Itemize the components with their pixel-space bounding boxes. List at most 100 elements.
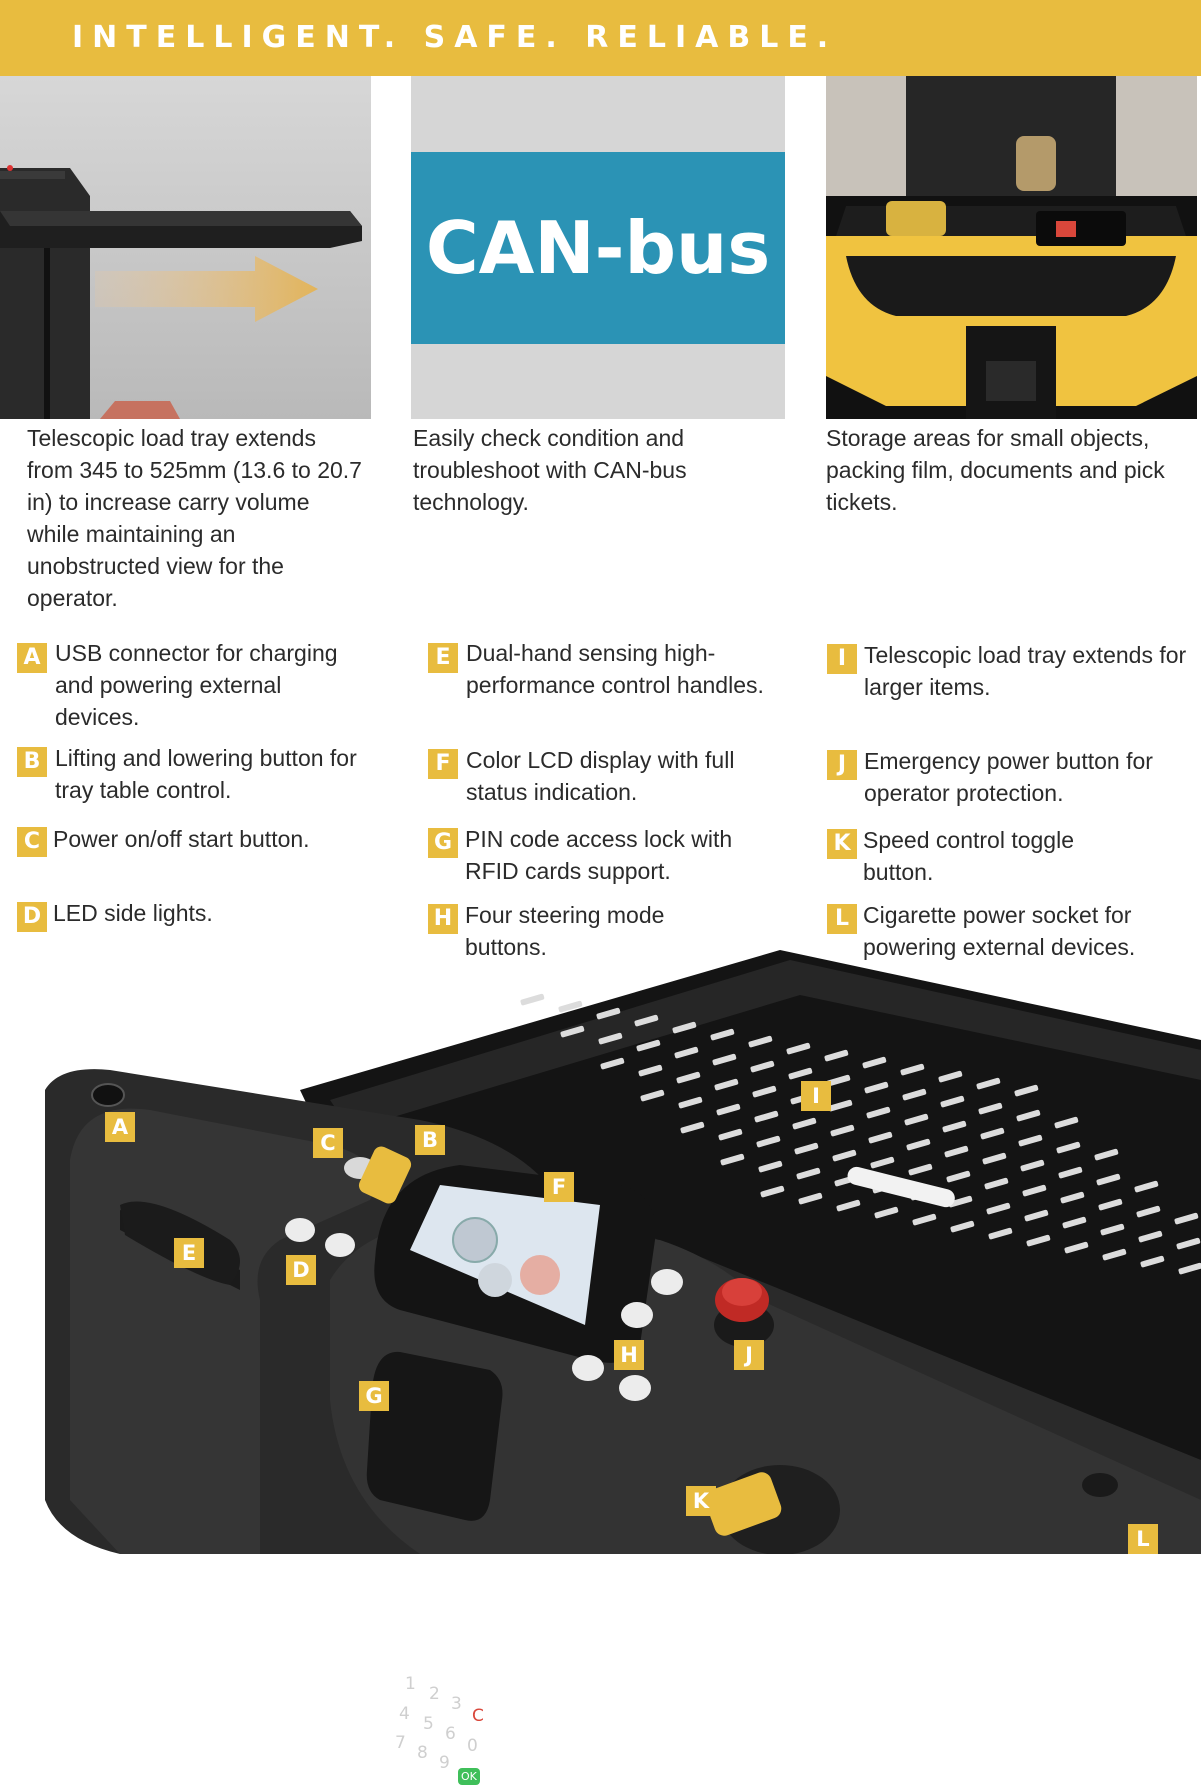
keypad-key: 1	[405, 1674, 416, 1694]
tray-slot	[718, 1128, 743, 1141]
tray-slot	[1136, 1205, 1161, 1218]
tray-slot	[940, 1095, 965, 1108]
tray-slot	[830, 1124, 855, 1137]
tray-slot	[714, 1078, 739, 1091]
tray-slot	[866, 1106, 891, 1119]
tray-slot	[678, 1096, 703, 1109]
tray-slot	[1018, 1134, 1043, 1147]
tray-slot	[798, 1192, 823, 1205]
tray-slot	[862, 1056, 887, 1069]
keypad-key: OK	[458, 1768, 480, 1785]
tray-slot	[912, 1213, 937, 1226]
tray-slot	[710, 1028, 735, 1041]
tray-slot	[1134, 1180, 1159, 1193]
feature-text: Lifting and lowering button for tray tab…	[55, 745, 357, 803]
keypad-key: 6	[445, 1724, 456, 1744]
banner-title: INTELLIGENT. SAFE. RELIABLE.	[72, 20, 838, 55]
caption-canbus: Easily check condition and troubleshoot …	[413, 425, 687, 515]
tray-slot	[986, 1202, 1011, 1215]
caption-telescopic-tray: Telescopic load tray extends from 345 to…	[27, 425, 362, 611]
tray-slot	[720, 1153, 745, 1166]
tray-slot	[1174, 1212, 1199, 1225]
tray-slot	[828, 1099, 853, 1112]
tray-slot	[1102, 1248, 1127, 1261]
header-banner: INTELLIGENT. SAFE. RELIABLE.	[0, 0, 1201, 76]
callout-b: B	[415, 1125, 445, 1155]
keypad-key: C	[472, 1706, 484, 1726]
tray-slot	[1176, 1237, 1201, 1250]
tray-slot	[674, 1046, 699, 1059]
tray-slot	[796, 1167, 821, 1180]
callout-k: K	[686, 1486, 716, 1516]
tray-slot	[902, 1088, 927, 1101]
tray-slot	[792, 1117, 817, 1130]
feature-text: USB connector for charging and powering …	[55, 640, 338, 730]
tray-slot	[560, 1025, 585, 1038]
tray-slot	[1098, 1198, 1123, 1211]
tray-slot	[1014, 1084, 1039, 1097]
tray-slot	[598, 1032, 623, 1045]
callout-f: F	[544, 1172, 574, 1202]
feature-text: Four steering mode buttons.	[465, 902, 665, 960]
tray-slot	[1178, 1262, 1201, 1275]
tray-slot	[786, 1042, 811, 1055]
tray-slot	[712, 1053, 737, 1066]
callout-d: D	[286, 1255, 316, 1285]
canbus-logo: CAN-bus	[411, 152, 785, 344]
tray-slot	[824, 1049, 849, 1062]
tray-slot	[836, 1199, 861, 1212]
tray-slot	[982, 1152, 1007, 1165]
feature-letter: E	[428, 643, 458, 673]
tray-slot	[1056, 1141, 1081, 1154]
tray-slot	[948, 1195, 973, 1208]
feature-text: Telescopic load tray extends for larger …	[864, 642, 1187, 700]
feature-text: Dual-hand sensing high-performance contr…	[466, 640, 764, 698]
feature-text: Power on/off start button.	[53, 826, 310, 852]
callout-g: G	[359, 1381, 389, 1411]
tray-slot	[1060, 1191, 1085, 1204]
feature-letter: F	[428, 749, 458, 779]
tray-slot	[864, 1081, 889, 1094]
feature-text: LED side lights.	[53, 900, 213, 926]
feature-text: Color LCD display with full status indic…	[466, 747, 735, 805]
photo-canbus: CAN-bus	[411, 76, 785, 419]
tray-slot	[946, 1170, 971, 1183]
canbus-logo-text: CAN-bus	[425, 206, 771, 290]
tray-slot	[1100, 1223, 1125, 1236]
tray-slot	[832, 1149, 857, 1162]
tray-slot	[600, 1057, 625, 1070]
callout-h: H	[614, 1340, 644, 1370]
tray-slot	[794, 1142, 819, 1155]
keypad-key: 7	[395, 1733, 406, 1753]
tray-slot	[754, 1110, 779, 1123]
tray-slot	[596, 1007, 621, 1020]
tray-slot	[756, 1135, 781, 1148]
tray-slot	[634, 1014, 659, 1027]
tray-slot	[1054, 1116, 1079, 1129]
tray-slot	[750, 1060, 775, 1073]
tray-slot	[748, 1035, 773, 1048]
tray-slot	[906, 1138, 931, 1151]
keypad-key: 9	[439, 1753, 450, 1773]
tray-slot	[868, 1131, 893, 1144]
feature-letter: I	[827, 644, 857, 674]
tray-slot	[1022, 1184, 1047, 1197]
keypad-key: 4	[399, 1704, 410, 1724]
feature-letter: A	[17, 643, 47, 673]
feature-letter: B	[17, 747, 47, 777]
tray-slot	[640, 1089, 665, 1102]
feature-letter: H	[428, 904, 458, 934]
callout-j: J	[734, 1340, 764, 1370]
tray-slot	[676, 1071, 701, 1084]
tray-slot	[1024, 1209, 1049, 1222]
callout-c: C	[313, 1128, 343, 1158]
tray-slot	[1058, 1166, 1083, 1179]
tray-slot	[826, 1074, 851, 1087]
tray-slot	[980, 1127, 1005, 1140]
tray-slot	[716, 1103, 741, 1116]
tray-slot	[978, 1102, 1003, 1115]
tray-slot	[558, 1000, 583, 1013]
feature-text: Emergency power button for operator prot…	[864, 748, 1153, 806]
tray-slot	[938, 1070, 963, 1083]
tray-slot	[1016, 1109, 1041, 1122]
